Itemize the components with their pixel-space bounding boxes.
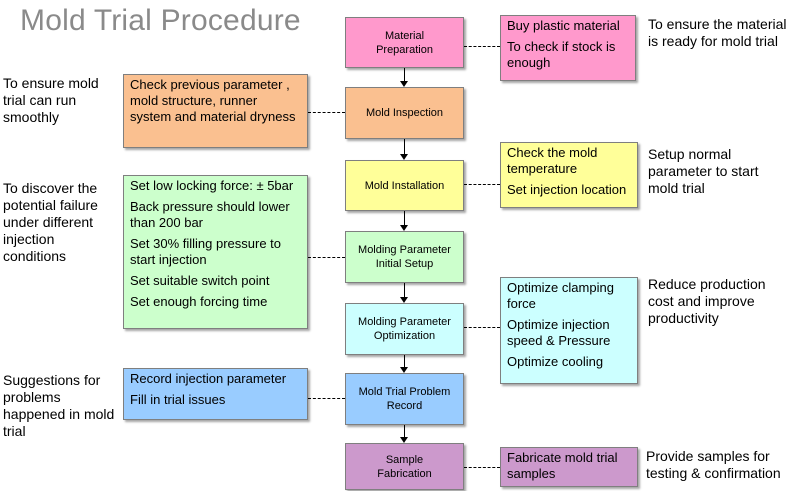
detail-item: Optimize clamping force xyxy=(507,280,614,311)
detail-item: Check the mold temperature xyxy=(507,145,598,176)
step-mold-inspection: Mold Inspection xyxy=(345,87,464,139)
note-inspection: To ensure mold trial can run smoothly xyxy=(3,75,99,125)
note-problem-record: Suggestions for problems happened in mol… xyxy=(3,372,115,439)
dashed-connector xyxy=(308,398,345,399)
dashed-connector xyxy=(308,112,345,113)
step-optimization: Molding Parameter Optimization xyxy=(345,303,464,355)
step-label: Molding Parameter Initial Setup xyxy=(358,244,451,270)
step-initial-setup: Molding Parameter Initial Setup xyxy=(345,231,464,283)
note-initial-setup: To discover the potential failure under … xyxy=(3,180,98,264)
detail-item: Fabricate mold trial samples xyxy=(507,450,618,481)
flow-arrowhead xyxy=(400,297,408,303)
detail-initial-setup: Set low locking force: ± 5bar Back press… xyxy=(123,175,308,329)
flow-arrowhead xyxy=(400,81,408,87)
step-label: Molding Parameter Optimization xyxy=(358,316,451,342)
page-title: Mold Trial Procedure xyxy=(20,4,301,37)
detail-inspection: Check previous parameter , mold structur… xyxy=(123,74,308,148)
dashed-connector xyxy=(464,467,500,468)
step-label: Material Preparation xyxy=(376,29,433,56)
step-label: Mold Inspection xyxy=(365,107,444,119)
flow-arrow-line xyxy=(404,68,405,81)
step-label: Mold Trial Problem Record xyxy=(358,386,451,412)
flow-arrow-line xyxy=(404,425,405,437)
step-label: Mold Installation xyxy=(364,179,445,192)
detail-item: Set suitable switch point xyxy=(130,273,270,288)
note-material: To ensure the material is ready for mold… xyxy=(648,16,787,49)
flow-arrow-line xyxy=(404,355,405,367)
flow-arrow-line xyxy=(404,139,405,154)
detail-installation: Check the mold temperature Set injection… xyxy=(500,142,638,208)
detail-sample-fabrication: Fabricate mold trial samples xyxy=(500,447,638,487)
detail-item: Back pressure should lower than 200 bar xyxy=(130,199,290,230)
step-problem-record: Mold Trial Problem Record xyxy=(345,373,464,425)
note-installation: Setup normal parameter to start mold tri… xyxy=(648,146,759,196)
dashed-connector xyxy=(464,327,500,328)
flow-arrowhead xyxy=(400,154,408,160)
detail-item: Set 30% filling pressure to start inject… xyxy=(130,236,282,267)
detail-item: Record injection parameter xyxy=(130,371,287,386)
detail-item: Check previous parameter , mold structur… xyxy=(130,77,296,124)
detail-item: Set injection location xyxy=(507,182,627,197)
flow-arrowhead xyxy=(400,367,408,373)
detail-item: Optimize cooling xyxy=(507,354,604,369)
note-sample-fabrication: Provide samples for testing & confirmati… xyxy=(646,448,781,481)
note-optimization: Reduce production cost and improve produ… xyxy=(648,276,766,326)
detail-item: Optimize injection speed & Pressure xyxy=(507,317,611,348)
detail-item: Set low locking force: ± 5bar xyxy=(130,178,294,193)
detail-optimization: Optimize clamping force Optimize injecti… xyxy=(500,277,638,384)
detail-item: Set enough forcing time xyxy=(130,294,268,309)
dashed-connector xyxy=(464,46,500,47)
step-material-preparation: Material Preparation xyxy=(345,17,464,68)
detail-material: Buy plastic material To check if stock i… xyxy=(500,15,636,81)
flow-arrow-line xyxy=(404,211,405,225)
detail-item: To check if stock is enough xyxy=(507,39,616,70)
detail-item: Fill in trial issues xyxy=(130,392,226,407)
detail-item: Buy plastic material xyxy=(507,18,620,33)
step-mold-installation: Mold Installation xyxy=(345,160,464,211)
detail-problem-record: Record injection parameter Fill in trial… xyxy=(123,368,308,420)
flow-arrowhead xyxy=(400,225,408,231)
step-label: Sample Fabrication xyxy=(377,453,432,480)
dashed-connector xyxy=(308,257,345,258)
step-sample-fabrication: Sample Fabrication xyxy=(345,443,464,490)
flow-arrow-line xyxy=(404,283,405,297)
flow-arrowhead xyxy=(400,437,408,443)
dashed-connector xyxy=(464,184,500,185)
